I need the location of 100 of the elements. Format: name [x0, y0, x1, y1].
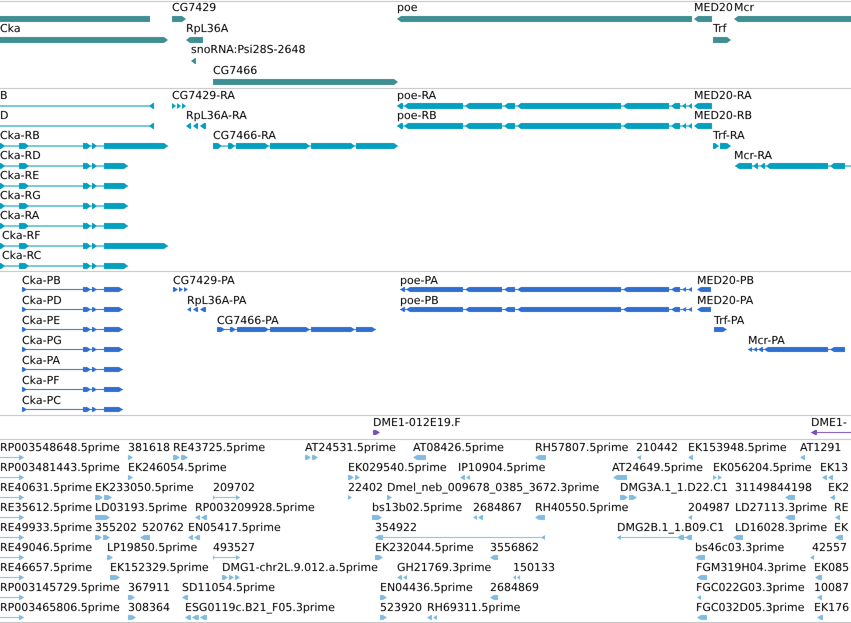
transcript-name: B: [0, 89, 8, 103]
transcript-name: RpL36A-RA: [186, 109, 247, 123]
transcript-name: Cka-RB: [0, 129, 40, 143]
protein-name: Cka-PG: [22, 334, 62, 348]
gene-name: MED20: [694, 1, 733, 15]
est-name: EN04436.5prime: [380, 581, 473, 595]
est-name: 10087: [814, 581, 849, 595]
gene-name: Trf: [713, 22, 726, 36]
est-name: 308364: [128, 601, 170, 615]
est-name: RH57807.5prime: [535, 441, 628, 455]
gene-name: CG7429: [172, 1, 216, 15]
protein-name: CG7466-PA: [217, 314, 279, 328]
protein-name: Cka-PF: [22, 374, 60, 388]
est-name: EK13: [820, 461, 848, 475]
est-name: 210442: [636, 441, 678, 455]
est-name: 150133: [513, 561, 555, 575]
est-name: RH40550.5prime: [535, 501, 628, 515]
protein-name: Cka-PD: [22, 294, 62, 308]
est-name: RP003481443.5prime: [0, 461, 120, 475]
est-name: RE40631.5prime: [0, 481, 92, 495]
protein-name: MED20-PB: [697, 274, 754, 288]
protein-name: poe-PB: [400, 294, 439, 308]
est-name: DMG2B.1_1.B09.C1: [617, 521, 724, 535]
est-name: 2684869: [490, 581, 539, 595]
est-name: RP003548648.5prime: [0, 441, 120, 455]
est-name: 42557: [812, 541, 847, 555]
est-name: bs13b02.5prime: [372, 501, 462, 515]
est-name: 3556862: [490, 541, 539, 555]
est-name: RE: [834, 501, 849, 515]
gene-name: RpL36A: [186, 22, 228, 36]
est-name: LP19850.5prime: [107, 541, 198, 555]
est-name: RP003209928.5prime: [195, 501, 315, 515]
transcript-name: CG7466-RA: [213, 129, 276, 143]
est-name: EK153948.5prime: [688, 441, 787, 455]
est-name: EK233050.5prime: [95, 481, 194, 495]
est-name: 520762: [142, 521, 184, 535]
est-name: RP003465806.5prime: [0, 601, 120, 615]
est-name: ESG0119c.B21_F05.3prime: [185, 601, 335, 615]
est-name: 2684867: [473, 501, 522, 515]
protein-name: Mcr-PA: [748, 334, 785, 348]
transcript-name: Trf-RA: [713, 129, 745, 143]
gene-name: CG7466: [213, 64, 258, 78]
est-name: SD11054.5prime: [182, 581, 275, 595]
est-name: EK2: [828, 481, 850, 495]
transcript-name: Cka-RE: [0, 169, 40, 183]
transcript-name: CG7429-RA: [172, 89, 235, 103]
transcript-name: poe-RA: [397, 89, 436, 103]
protein-name: Trf-PA: [714, 314, 744, 328]
est-name: FGC032D05.3prime: [696, 601, 805, 615]
est-name: RH69311.5prime: [427, 601, 520, 615]
protein-name: MED20-PA: [697, 294, 754, 308]
est-name: 523920: [380, 601, 422, 615]
est-name: bs46c03.3prime: [695, 541, 784, 555]
gene-name: Mcr: [734, 1, 754, 15]
est-name: RE46657.5prime: [0, 561, 92, 575]
est-name: EK: [834, 521, 848, 535]
est-name: EN05417.5prime: [188, 521, 281, 535]
gene-name: snoRNA:Psi28S-2648: [191, 43, 306, 57]
est-name: GH21769.3prime: [397, 561, 492, 575]
transcript-name: Cka-RD: [0, 149, 41, 163]
est-name: 367911: [128, 581, 170, 595]
est-name: EK085: [814, 561, 850, 575]
est-name: 31149844198: [735, 481, 812, 495]
est-name: AT24531.5prime: [305, 441, 396, 455]
est-name: Dmel_neb_009678_0385_3672.3prime: [387, 481, 600, 495]
est-name: 354922: [375, 521, 417, 535]
protein-name: Cka-PE: [22, 314, 60, 328]
protein-name: Cka-PB: [22, 274, 61, 288]
probe-name: DME1-: [811, 416, 847, 430]
transcript-name: Mcr-RA: [734, 149, 772, 163]
est-name: AT1291: [800, 441, 842, 455]
transcript-name: D: [0, 109, 8, 123]
est-name: 355202: [95, 521, 137, 535]
est-name: AT24649.5prime: [612, 461, 703, 475]
est-name: IP10904.5prime: [458, 461, 546, 475]
est-name: 209702: [213, 481, 255, 495]
transcript-name: Cka-RG: [0, 189, 41, 203]
est-name: LD27113.3prime: [735, 501, 828, 515]
est-name: FGM319H04.3prime: [696, 561, 806, 575]
est-name: RE43725.5prime: [173, 441, 266, 455]
protein-name: CG7429-PA: [173, 274, 235, 288]
transcript-name: MED20-RA: [694, 89, 752, 103]
est-name: RE49046.5prime: [0, 541, 92, 555]
est-name: RP003145729.5prime: [0, 581, 120, 595]
est-name: RE49933.5prime: [0, 521, 92, 535]
est-name: DMG3A.1_1.D22.C1: [620, 481, 728, 495]
est-name: EK029540.5prime: [348, 461, 447, 475]
transcript-name: poe-RB: [397, 109, 437, 123]
protein-name: RpL36A-PA: [187, 294, 246, 308]
est-name: EK232044.5prime: [375, 541, 474, 555]
protein-name: Cka-PC: [22, 394, 61, 408]
est-name: EK246054.5prime: [128, 461, 227, 475]
est-name: DMG1-chr2L.9.012.a.5prime: [222, 561, 378, 575]
gene-name: Cka: [0, 22, 21, 36]
est-name: 22402: [348, 481, 383, 495]
gene-name: poe: [397, 1, 418, 15]
est-name: FGC022G03.3prime: [696, 581, 805, 595]
protein-name: poe-PA: [400, 274, 438, 288]
probe-name: DME1-012E19.F: [373, 416, 461, 430]
est-name: AT08426.5prime: [413, 441, 504, 455]
